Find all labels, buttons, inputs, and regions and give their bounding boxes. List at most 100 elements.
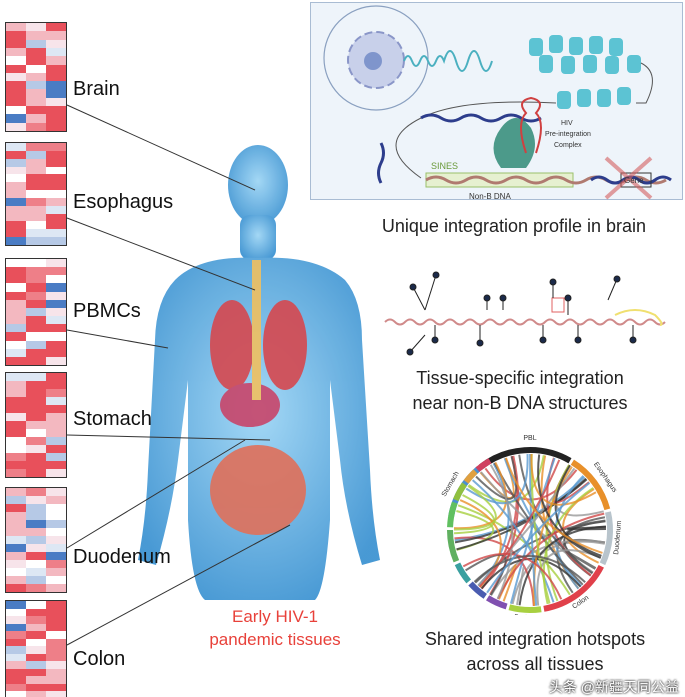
heatmap-cell bbox=[26, 496, 46, 504]
heatmap-cell bbox=[26, 405, 46, 413]
heatmap-cell bbox=[46, 691, 66, 697]
heatmap-cell bbox=[26, 197, 46, 206]
heatmap-cell bbox=[26, 213, 46, 222]
heatmap-cell bbox=[6, 520, 26, 528]
heatmap-cell bbox=[26, 356, 46, 365]
heatmap-cell bbox=[6, 568, 26, 576]
heatmap-colon bbox=[5, 600, 67, 697]
heatmap-cell bbox=[46, 676, 66, 684]
heatmap-cell bbox=[46, 576, 66, 584]
chord-segment-label: Brain bbox=[514, 614, 531, 615]
chord-ribbon bbox=[516, 566, 525, 606]
heatmap-cell bbox=[46, 616, 66, 624]
heatmap-cell bbox=[26, 348, 46, 357]
heatmap-cell bbox=[46, 560, 66, 568]
chord-segment bbox=[543, 564, 604, 612]
heatmap-cell bbox=[26, 616, 46, 624]
heatmap-cell bbox=[6, 576, 26, 584]
heatmap-cell bbox=[46, 520, 66, 528]
heatmap-cell bbox=[6, 608, 26, 617]
heatmap-cell bbox=[6, 31, 26, 40]
chord-ribbon bbox=[511, 540, 605, 605]
chord-ribbon bbox=[554, 464, 602, 557]
heatmap-cell bbox=[46, 469, 66, 477]
heatmap-cell bbox=[46, 623, 66, 632]
heatmap-cell bbox=[6, 676, 26, 684]
non-b-caption-line2: near non-B DNA structures bbox=[412, 393, 628, 413]
heatmap-cell bbox=[46, 413, 66, 421]
heatmap-cell bbox=[46, 72, 66, 82]
heatmap-cell bbox=[26, 429, 46, 437]
heatmap-cell bbox=[46, 544, 66, 552]
heatmap-cell bbox=[6, 324, 26, 333]
heatmap-cell bbox=[26, 221, 46, 230]
leader-lines bbox=[66, 104, 291, 646]
heatmap-cell bbox=[6, 646, 26, 654]
heatmap-cell bbox=[26, 381, 46, 389]
tissue-label-colon: Colon bbox=[73, 648, 126, 670]
heatmap-cell bbox=[6, 283, 26, 292]
heatmap-cell bbox=[26, 39, 46, 48]
heatmap-cell bbox=[46, 421, 66, 429]
heatmap-cell bbox=[46, 150, 66, 159]
heatmap-cell bbox=[6, 356, 26, 365]
heatmap-cell bbox=[46, 23, 66, 32]
tissue-label-esophagus: Esophagus bbox=[73, 191, 174, 213]
heatmap-cell bbox=[46, 631, 66, 639]
chord-ribbon bbox=[489, 464, 514, 600]
non-b-dna-label: Non-B DNA bbox=[469, 192, 511, 201]
heatmap-cell bbox=[26, 205, 46, 214]
heatmap-cell bbox=[26, 174, 46, 183]
heatmap-cell bbox=[46, 496, 66, 504]
heatmap-cell bbox=[46, 445, 66, 453]
heatmap-cell bbox=[46, 205, 66, 214]
tissue-label-pbmcs: PBMCs bbox=[73, 300, 141, 322]
chord-ribbon bbox=[457, 504, 571, 596]
heatmap-cell bbox=[6, 47, 26, 57]
chord-segment bbox=[475, 458, 492, 472]
heatmap-cell bbox=[26, 683, 46, 692]
heatmap-cell bbox=[26, 504, 46, 512]
heatmap-cell bbox=[26, 691, 46, 697]
heatmap-cell bbox=[26, 89, 46, 98]
heatmap-cell bbox=[6, 691, 26, 697]
heatmap-cell bbox=[26, 150, 46, 159]
heatmap-cell bbox=[26, 536, 46, 544]
heatmap-cell bbox=[26, 143, 46, 151]
heatmap-cell bbox=[26, 661, 46, 669]
pic-label-2: Complex bbox=[554, 142, 582, 149]
heatmap-cell bbox=[6, 552, 26, 560]
heatmap-cell bbox=[26, 631, 46, 639]
heatmap-cell bbox=[46, 332, 66, 341]
heatmap-cell bbox=[46, 584, 66, 592]
non-b-caption: Tissue-specific integration near non-B D… bbox=[370, 366, 670, 416]
heatmap-cell bbox=[6, 373, 26, 381]
heatmap-cell bbox=[26, 47, 46, 57]
chord-ribbon bbox=[536, 549, 602, 606]
heatmap-cell bbox=[6, 623, 26, 632]
chord-ribbon bbox=[453, 485, 497, 531]
heatmap-cell bbox=[26, 23, 46, 32]
heatmap-cell bbox=[46, 237, 66, 245]
heatmap-cell bbox=[6, 150, 26, 159]
heatmap-cell bbox=[46, 316, 66, 325]
chord-caption-line1: Shared integration hotspots bbox=[424, 629, 646, 649]
heatmap-cell bbox=[6, 197, 26, 206]
heatmap-cell bbox=[46, 47, 66, 57]
heatmap-cell bbox=[6, 638, 26, 647]
heatmap-cell bbox=[6, 631, 26, 639]
chord-ribbon bbox=[503, 458, 582, 587]
heatmap-cell bbox=[46, 373, 66, 381]
chord-segment bbox=[447, 501, 458, 528]
heatmap-cell bbox=[26, 623, 46, 632]
heatmap-cell bbox=[46, 568, 66, 576]
heatmap-cell bbox=[6, 316, 26, 325]
heatmap-cell bbox=[6, 221, 26, 230]
heatmap-cell bbox=[6, 182, 26, 191]
brain-integration-inset: HIV Pre-integration Complex SINES Non-B … bbox=[310, 2, 683, 201]
heatmap-cell bbox=[46, 601, 66, 609]
heatmap-cell bbox=[6, 413, 26, 421]
chord-segment bbox=[508, 604, 542, 613]
heatmap-cell bbox=[6, 445, 26, 453]
heatmap-cell bbox=[26, 469, 46, 477]
